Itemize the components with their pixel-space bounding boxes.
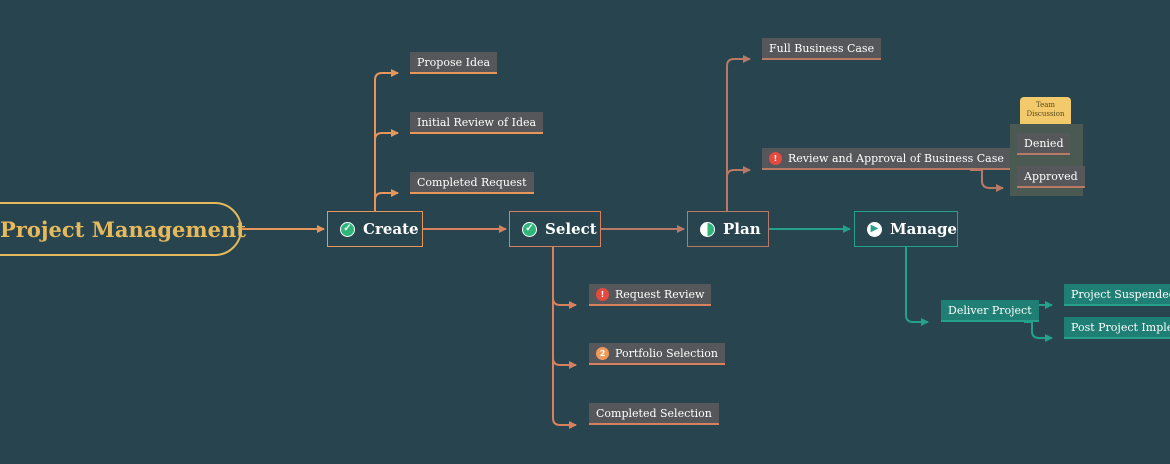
team-discussion-tag: Team Discussion <box>1020 97 1071 124</box>
leaf-label: Approved <box>1024 169 1078 183</box>
leaf-label: Propose Idea <box>417 55 491 69</box>
edge-plan-items <box>726 55 751 211</box>
select-item-completed-selection[interactable]: Completed Selection <box>589 403 719 425</box>
leaf-label: Completed Request <box>417 175 527 189</box>
create-item-initial-review[interactable]: Initial Review of Idea <box>410 112 544 134</box>
select-item-request-review[interactable]: ! Request Review <box>589 284 712 306</box>
play-circle-icon: ▶ <box>867 221 882 237</box>
create-item-completed-request[interactable]: Completed Request <box>410 172 534 194</box>
plan-item-full-business-case[interactable]: Full Business Case <box>762 38 882 60</box>
select-item-portfolio-selection[interactable]: 2 Portfolio Selection <box>589 343 725 365</box>
outcome-denied[interactable]: Denied <box>1017 133 1071 155</box>
leaf-label: Project Suspended <box>1071 287 1170 301</box>
leaf-label: Portfolio Selection <box>615 346 718 360</box>
alert-badge-icon: ! <box>596 287 609 301</box>
stage-create[interactable]: ✓ Create <box>327 211 423 247</box>
stage-plan-label: Plan <box>723 220 761 238</box>
leaf-label: Review and Approval of Business Case <box>788 151 1004 165</box>
outcome-approved[interactable]: Approved <box>1017 166 1085 188</box>
manage-item-deliver-project[interactable]: Deliver Project <box>941 300 1039 322</box>
stage-manage[interactable]: ▶ Manage <box>854 211 958 247</box>
manage-item-post-project-implementation[interactable]: Post Project Implementation <box>1064 317 1170 339</box>
stage-select[interactable]: ✓ Select <box>509 211 601 247</box>
manage-item-project-suspended[interactable]: Project Suspended <box>1064 284 1170 306</box>
root-node[interactable]: Project Management <box>0 202 246 256</box>
leaf-label: Completed Selection <box>596 406 712 420</box>
stage-create-label: Create <box>363 220 419 238</box>
leaf-label: Full Business Case <box>769 41 875 55</box>
create-item-propose-idea[interactable]: Propose Idea <box>410 52 498 74</box>
leaf-label: Deliver Project <box>948 303 1032 317</box>
leaf-label: Post Project Implementation <box>1071 320 1170 334</box>
stage-manage-label: Manage <box>890 220 957 238</box>
stage-select-label: Select <box>545 220 597 238</box>
stage-plan[interactable]: Plan <box>687 211 769 247</box>
alert-badge-icon: ! <box>769 151 782 165</box>
leaf-label: Initial Review of Idea <box>417 115 537 129</box>
leaf-label: Denied <box>1024 136 1064 150</box>
check-circle-icon: ✓ <box>340 221 355 237</box>
edge-select-items <box>552 247 577 429</box>
edge-create-items <box>374 69 399 211</box>
half-circle-icon <box>700 221 715 237</box>
edge-manage-items <box>905 247 1053 342</box>
check-circle-icon: ✓ <box>522 221 537 237</box>
number-badge-icon: 2 <box>596 346 609 360</box>
leaf-label: Request Review <box>615 287 705 301</box>
plan-item-review-approval[interactable]: ! Review and Approval of Business Case <box>762 148 1011 170</box>
